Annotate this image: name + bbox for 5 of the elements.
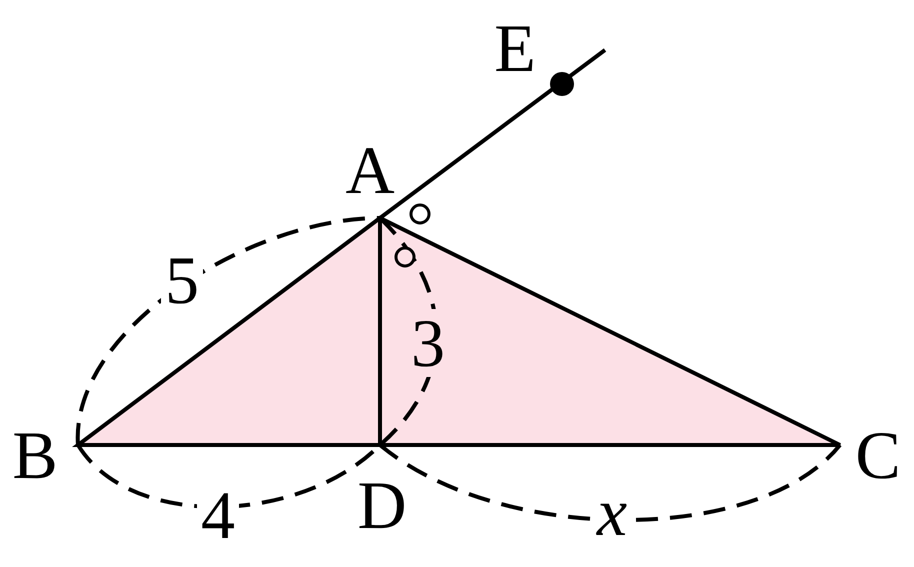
point-label: E bbox=[493, 14, 537, 82]
point-label: B bbox=[11, 421, 59, 489]
point-label: C bbox=[854, 421, 902, 489]
point-label: D bbox=[356, 471, 408, 539]
point-label: A bbox=[344, 136, 396, 204]
